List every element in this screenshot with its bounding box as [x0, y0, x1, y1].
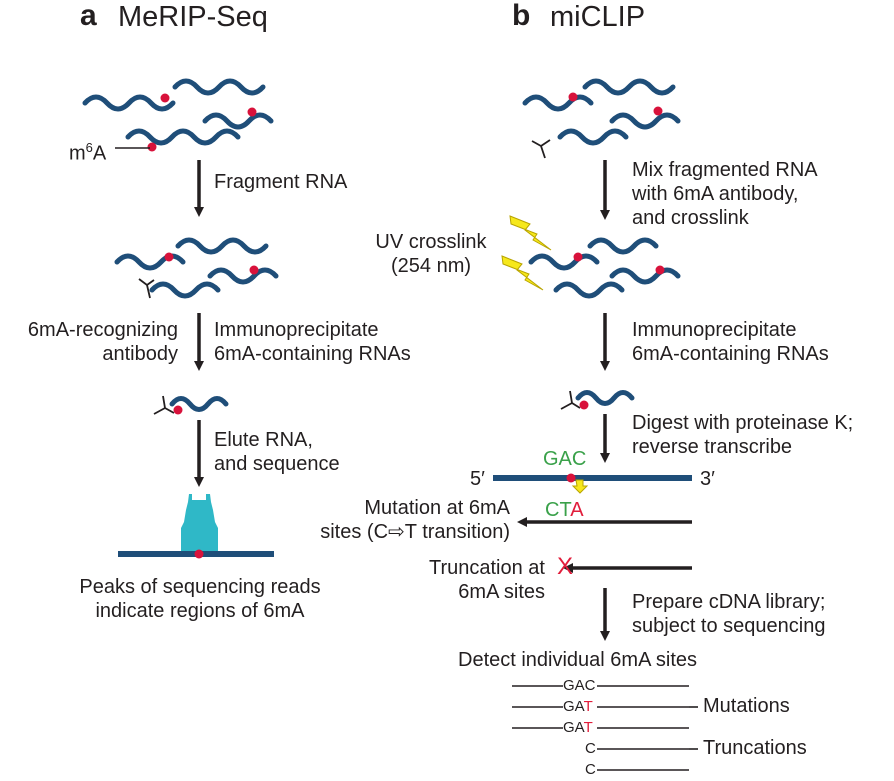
three-prime-label: 3′	[700, 468, 715, 490]
step-immunoprecipitate-b-line1: Immunoprecipitate	[632, 319, 797, 341]
m6a-dot-template	[566, 473, 576, 483]
step-mix-line1: Mix fragmented RNA	[632, 159, 818, 181]
rna-fragment-captured-b	[575, 390, 635, 406]
m6a-dot-captured-b	[579, 400, 589, 410]
sequence-cta: CTA	[545, 499, 584, 521]
read-5: C	[585, 761, 596, 778]
sequence-gac: GAC	[543, 448, 587, 470]
mutations-label: Mutations	[703, 695, 790, 717]
antibody-icon	[138, 278, 155, 299]
sequencing-peak	[181, 494, 218, 554]
antibody-label-line1: 6mA-recognizing	[27, 319, 178, 341]
step-digest-line2: reverse transcribe	[632, 436, 793, 458]
uv-label-line2: (254 nm)	[390, 255, 472, 277]
rna-fragments-crosslinked-b	[528, 237, 681, 299]
read-3: GAT	[563, 719, 593, 736]
truncation-label-line2: 6mA sites	[458, 581, 545, 603]
crosslink-peptide-icon	[571, 479, 589, 494]
step-elute-line1: Elute RNA,	[214, 429, 313, 451]
five-prime-label: 5′	[470, 468, 485, 490]
read-4: C	[585, 740, 596, 757]
sequencing-read-lines	[512, 685, 698, 771]
step-digest-line1: Digest with proteinase K;	[632, 412, 854, 434]
uv-label-line1: UV crosslink	[375, 231, 487, 253]
rna-fragments-initial-a	[82, 78, 274, 146]
panel-title-a: MeRIP-Seq	[118, 1, 268, 33]
rna-fragment-captured-a	[169, 396, 229, 412]
truncation-x-mark: X	[557, 553, 574, 580]
mutation-label-line2: sites (C⇨T transition)	[320, 521, 510, 543]
read-2: GAT	[563, 698, 593, 715]
step-mix-line3: and crosslink	[632, 207, 749, 229]
m6a-dots-initial-b	[568, 92, 663, 116]
detect-sites-heading: Detect individual 6mA sites	[458, 649, 698, 671]
step-immunoprecipitate-a-line1: Immunoprecipitate	[214, 319, 379, 341]
step-elute-line2: and sequence	[214, 453, 340, 475]
m6a-dots-crosslinked-b	[573, 252, 665, 275]
m6a-dots-cut-a	[164, 252, 259, 275]
step-immunoprecipitate-b-line2: 6mA-containing RNAs	[632, 343, 829, 365]
rna-fragments-initial-b	[522, 78, 681, 146]
step-mix-line2: with 6mA antibody,	[632, 183, 799, 205]
read-1: GAC	[563, 677, 596, 694]
m6a-dot-captured-a	[173, 405, 183, 415]
truncation-label-line1: Truncation at	[429, 557, 545, 579]
antibody-icon-captured	[153, 395, 175, 415]
result-caption-line1: Peaks of sequencing reads	[79, 576, 321, 598]
lightning-icon	[501, 215, 552, 291]
step-prepare-line1: Prepare cDNA library;	[632, 591, 826, 613]
panel-letter-b: b	[512, 0, 531, 32]
result-caption-line2: indicate regions of 6mA	[95, 600, 305, 622]
panel-title-b: miCLIP	[550, 1, 646, 33]
antibody-icon-b-top	[531, 139, 551, 159]
m6a-dot-genome-a	[194, 549, 204, 559]
mutation-label-line1: Mutation at 6mA	[364, 497, 510, 519]
m6a-label: m6A	[69, 140, 107, 165]
m6a-dots-initial-a	[147, 93, 257, 152]
antibody-icon-captured-b	[560, 390, 581, 410]
panel-letter-a: a	[80, 0, 97, 32]
step-immunoprecipitate-a-line2: 6mA-containing RNAs	[214, 343, 411, 365]
antibody-label-line2: antibody	[102, 343, 178, 365]
step-fragment-rna: Fragment RNA	[214, 171, 348, 193]
step-prepare-line2: subject to sequencing	[632, 615, 826, 637]
truncations-label: Truncations	[703, 737, 807, 759]
